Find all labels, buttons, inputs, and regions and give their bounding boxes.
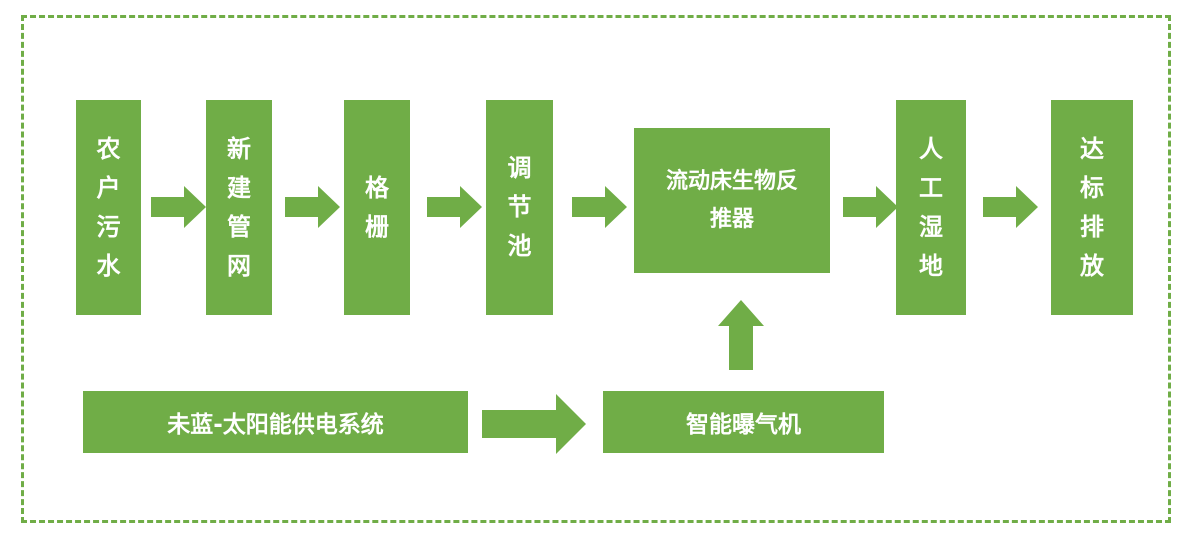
arrow-right-5 [843,186,898,228]
node-constructed-wetland-label: 人工湿地 [919,134,943,280]
node-grille-label: 格栅 [365,173,389,241]
dashed-border-frame [21,15,1171,523]
node-regulating-tank-label: 调节池 [507,154,532,260]
arrow-up [718,300,764,370]
arrow-right-3 [427,186,482,228]
arrow-right-4 [572,186,627,228]
arrow-right-bottom [482,394,586,454]
node-new-pipe-network-label: 新建管网 [227,134,251,280]
node-grille: 格栅 [344,100,410,315]
node-rural-sewage-label: 农户污水 [96,134,121,280]
node-regulating-tank: 调节池 [486,100,553,315]
node-smart-aerator: 智能曝气机 [603,391,884,453]
node-fluidized-bed-label: 流动床生物反推器 [665,168,798,232]
node-smart-aerator-label: 智能曝气机 [686,412,801,438]
node-discharge-standard-label: 达标排放 [1080,134,1104,280]
node-fluidized-bed: 流动床生物反推器 [634,128,830,273]
node-discharge-standard: 达标排放 [1051,100,1133,315]
node-new-pipe-network: 新建管网 [206,100,272,315]
node-solar-power-system-label: 未蓝-太阳能供电系统 [167,412,384,438]
arrow-right-6 [983,186,1038,228]
arrow-right-1 [151,186,206,228]
node-constructed-wetland: 人工湿地 [896,100,966,315]
node-rural-sewage: 农户污水 [76,100,141,315]
arrow-right-2 [285,186,340,228]
node-solar-power-system: 未蓝-太阳能供电系统 [83,391,468,453]
